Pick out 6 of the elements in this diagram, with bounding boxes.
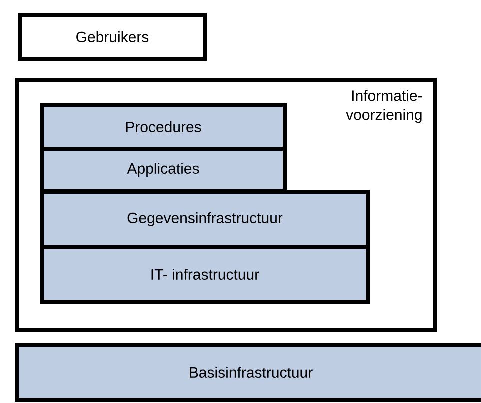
layer-box: Applicaties xyxy=(40,147,287,193)
layer-box: Procedures xyxy=(40,102,287,151)
layer-box: IT- infrastructuur xyxy=(40,244,370,304)
layer-box: Basisinfrastructuur xyxy=(15,342,481,402)
layer-box: Gegevensinfrastructuur xyxy=(40,190,370,249)
box: Gebruikers xyxy=(18,13,207,61)
